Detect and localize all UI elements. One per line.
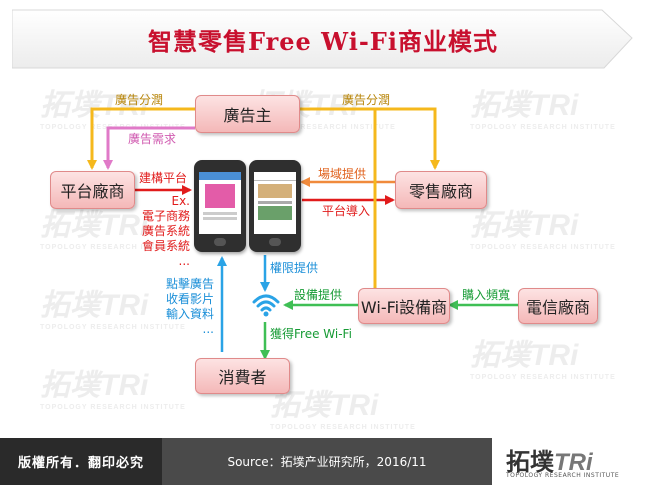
title-banner: 智慧零售Free Wi-Fi商业模式: [12, 8, 634, 70]
logo-wordmark: 拓墣TRi: [506, 449, 593, 476]
platform-examples: Ex. 電子商務 廣告系統 會員系統 ...: [132, 194, 190, 269]
platform-example: 會員系統: [141, 239, 190, 253]
node-telecom: 電信廠商: [518, 288, 598, 324]
node-wifi-vendor: Wi-Fi設備商: [358, 288, 450, 324]
arrow-ad-share-right: [300, 107, 440, 170]
node-consumer: 消費者: [195, 358, 290, 394]
flow-arrows: [87, 107, 518, 360]
consumer-action: 收看影片: [165, 292, 214, 306]
consumer-actions: 點擊廣告 收看影片 輸入資料 ...: [154, 277, 214, 337]
label-equipment-provide: 設備提供: [294, 288, 343, 302]
footer: 版權所有．翻印必究 Source：拓墣产业研究所，2016/11 拓墣TRi T…: [0, 438, 650, 485]
label-buy-bandwidth: 購入頻寬: [462, 288, 511, 302]
platform-example: Ex.: [171, 194, 191, 208]
arrow-ad-share-left: [87, 107, 195, 170]
label-ad-demand: 廣告需求: [128, 132, 177, 146]
arrow-ad-demand: [103, 126, 195, 170]
source-citation: Source：拓墣产业研究所，2016/11: [162, 438, 492, 485]
label-ad-share-right: 廣告分潤: [342, 93, 391, 107]
smartphone-icon: [194, 160, 246, 252]
node-retailer: 零售廠商: [395, 171, 487, 209]
logo-tagline: TOPOLOGY RESEARCH INSTITUTE: [506, 472, 620, 479]
label-permission-provide: 權限提供: [270, 261, 319, 275]
label-venue-provide: 場域提供: [318, 167, 367, 181]
copyright-notice: 版權所有．翻印必究: [0, 438, 162, 485]
platform-example: 電子商務: [141, 209, 190, 223]
platform-example: ...: [178, 254, 190, 268]
consumer-action: 輸入資料: [165, 307, 214, 321]
consumer-action: ...: [202, 322, 214, 336]
node-platform: 平台廠商: [50, 171, 135, 209]
node-advertiser: 廣告主: [195, 95, 300, 133]
brand-logo: 拓墣TRi TOPOLOGY RESEARCH INSTITUTE: [492, 438, 650, 485]
platform-example: 廣告系統: [141, 224, 190, 238]
wifi-icon: [252, 294, 280, 317]
label-platform-import: 平台導入: [322, 204, 371, 218]
label-build-platform: 建構平台: [139, 171, 188, 185]
label-ad-share-left: 廣告分潤: [115, 93, 164, 107]
consumer-action: 點擊廣告: [165, 277, 214, 291]
smartphone-icon: [249, 160, 301, 252]
page-title: 智慧零售Free Wi-Fi商业模式: [148, 27, 498, 56]
title-banner-shape: [12, 9, 633, 69]
label-get-wifi: 獲得Free Wi-Fi: [270, 327, 352, 341]
